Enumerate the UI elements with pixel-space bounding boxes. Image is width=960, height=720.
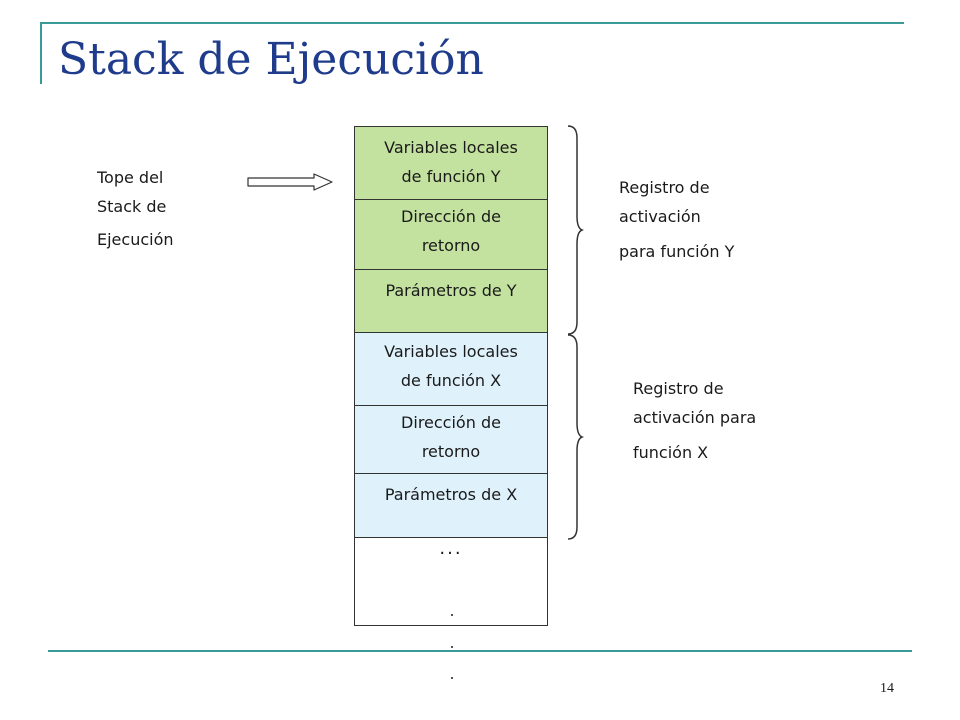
stack-frame-y-locals: Variables locales de función Y xyxy=(355,127,547,200)
activation-record-x-label: Registro de activación para función X xyxy=(633,374,756,467)
page-number: 14 xyxy=(880,681,894,696)
stack-top-label: Tope del Stack de Ejecución xyxy=(97,163,174,254)
continuation-dot xyxy=(451,677,453,679)
stack-cell-line: retorno xyxy=(421,236,481,255)
stack-cell-line: Dirección de xyxy=(401,207,501,226)
continuation-dot xyxy=(451,614,453,616)
stack-top-pointer-arrow-icon xyxy=(247,173,333,191)
stack-cell-line: retorno xyxy=(421,442,481,461)
slide-frame-bottom-rule xyxy=(48,650,912,652)
stack-top-label-line: Ejecución xyxy=(97,230,174,249)
stack-frame-x-parameters: Parámetros de X xyxy=(355,474,547,538)
stack-frame-y-parameters: Parámetros de Y xyxy=(355,270,547,333)
activation-record-label-line: activación xyxy=(619,207,701,226)
stack-cell-line: de función Y xyxy=(401,167,501,186)
stack-cell-line: de función X xyxy=(400,371,502,390)
stack-top-label-line: Tope del xyxy=(97,168,164,187)
stack-top-label-line: Stack de xyxy=(97,197,167,216)
activation-record-label-line: función X xyxy=(633,443,709,462)
stack-cell-line: Variables locales xyxy=(384,342,518,361)
activation-record-label-line: Registro de xyxy=(619,178,710,197)
activation-record-label-line: para función Y xyxy=(619,242,735,261)
slide-frame-top-rule xyxy=(40,22,904,24)
continuation-dot xyxy=(451,646,453,648)
right-brace-icon xyxy=(567,334,584,540)
activation-record-label-line: activación para xyxy=(633,408,757,427)
slide-title: Stack de Ejecución xyxy=(58,34,484,85)
stack-frame-x-locals: Variables locales de función X xyxy=(355,333,547,406)
stack-frame-x-return-address: Dirección de retorno xyxy=(355,406,547,474)
slide-frame-left-rule xyxy=(40,22,42,84)
execution-stack: Variables locales de función Y Dirección… xyxy=(354,126,548,626)
stack-continuation-area: ... xyxy=(355,538,547,625)
stack-cell-line: Variables locales xyxy=(384,138,518,157)
right-brace-icon xyxy=(567,125,584,335)
activation-record-label-line: Registro de xyxy=(633,379,724,398)
stack-cell-line: Parámetros de X xyxy=(384,485,518,504)
stack-frame-y-return-address: Dirección de retorno xyxy=(355,200,547,270)
stack-cell-line: Dirección de xyxy=(401,413,501,432)
stack-cell-line: Parámetros de Y xyxy=(385,281,517,300)
activation-record-y-label: Registro de activación para función Y xyxy=(619,173,734,266)
stack-continuation-dots: ... xyxy=(439,538,463,559)
